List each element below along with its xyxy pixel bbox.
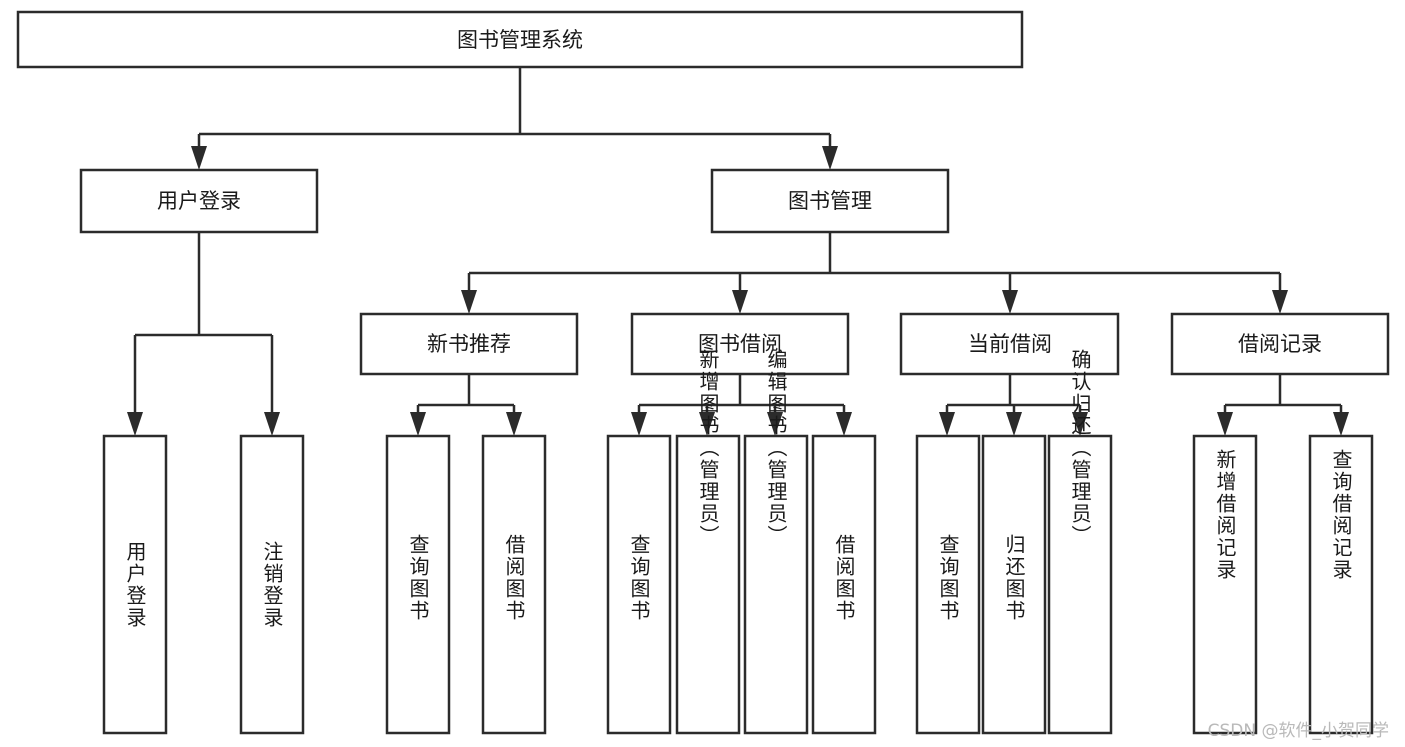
node-leaf-query-record-box[interactable]	[1308, 434, 1374, 735]
node-borrow-record-box[interactable]	[1170, 312, 1390, 376]
node-leaf-return-book-box[interactable]	[981, 434, 1047, 735]
node-leaf-user-login-box[interactable]	[102, 434, 168, 735]
node-leaf-add-book[interactable]: 新增图书（管理员）	[675, 349, 741, 735]
node-new-book-recommend[interactable]: 新书推荐	[359, 312, 579, 376]
node-leaf-query-book-1-label: 查询图书	[406, 534, 430, 622]
node-leaf-add-record-box[interactable]	[1192, 434, 1258, 735]
arrow-to-book-borrow	[732, 290, 748, 314]
node-user-login-box[interactable]	[79, 168, 319, 234]
node-leaf-edit-book-box[interactable]	[743, 434, 809, 735]
node-current-borrow-label: 当前借阅	[968, 332, 1052, 356]
connector-group	[127, 67, 1349, 436]
node-user-login[interactable]: 用户登录	[79, 168, 319, 234]
node-book-management-label: 图书管理	[788, 189, 872, 213]
node-user-login-label: 用户登录	[157, 189, 241, 213]
node-leaf-query-book-2-label: 查询图书	[627, 534, 651, 622]
node-borrow-record-label: 借阅记录	[1238, 332, 1322, 356]
node-leaf-borrow-book-1-label: 借阅图书	[502, 534, 526, 622]
connector-book-borrow-trunk	[637, 374, 846, 418]
node-leaf-logout-label: 注销登录	[260, 541, 284, 629]
arrow-root-to-book-management	[822, 146, 838, 170]
node-leaf-logout[interactable]: 注销登录	[239, 434, 305, 735]
node-leaf-borrow-book-2-box[interactable]	[811, 434, 877, 735]
node-leaf-return-book[interactable]: 归还图书	[981, 434, 1047, 735]
arrow-to-leaf-query-record	[1333, 412, 1349, 436]
connector-user-login-trunk	[133, 232, 274, 418]
connector-root-trunk	[197, 67, 832, 152]
node-leaf-confirm-return-label: 确认归还（管理员）	[1068, 349, 1092, 547]
connector-new-book-recommend-trunk	[416, 374, 516, 418]
node-leaf-return-book-label: 归还图书	[1002, 534, 1026, 622]
node-leaf-query-record-label: 查询借阅记录	[1329, 449, 1353, 581]
arrow-to-leaf-query-book-3	[939, 412, 955, 436]
node-book-borrow-label: 图书借阅	[698, 332, 782, 356]
arrow-to-leaf-query-book-1	[410, 412, 426, 436]
arrow-to-leaf-borrow-book-1	[506, 412, 522, 436]
node-leaf-borrow-book-1[interactable]: 借阅图书	[481, 434, 547, 735]
node-current-borrow-box[interactable]	[899, 312, 1120, 376]
node-book-borrow-box[interactable]	[630, 312, 850, 376]
node-book-borrow[interactable]: 图书借阅	[630, 312, 850, 376]
node-leaf-borrow-book-1-box[interactable]	[481, 434, 547, 735]
node-root-box[interactable]	[16, 10, 1024, 69]
arrow-to-borrow-record	[1272, 290, 1288, 314]
node-root-label: 图书管理系统	[457, 28, 583, 52]
arrow-root-to-user-login	[191, 146, 207, 170]
arrow-to-leaf-return-book	[1006, 412, 1022, 436]
node-leaf-add-record[interactable]: 新增借阅记录	[1192, 434, 1258, 735]
node-leaf-query-book-3-label: 查询图书	[936, 534, 960, 622]
connector-borrow-record-trunk	[1223, 374, 1343, 418]
node-borrow-record[interactable]: 借阅记录	[1170, 312, 1390, 376]
node-leaf-add-book-box[interactable]	[675, 434, 741, 735]
node-leaf-borrow-book-2-label: 借阅图书	[832, 534, 856, 622]
node-book-management-box[interactable]	[710, 168, 950, 234]
arrow-to-leaf-borrow-book-2	[836, 412, 852, 436]
node-leaf-add-record-label: 新增借阅记录	[1213, 449, 1237, 581]
arrow-to-current-borrow	[1002, 290, 1018, 314]
arrow-to-leaf-confirm-return	[1072, 412, 1088, 436]
node-leaf-query-record[interactable]: 查询借阅记录	[1308, 434, 1374, 735]
node-leaf-query-book-2[interactable]: 查询图书	[606, 434, 672, 735]
arrow-user-login-to-leaf-user-login	[127, 412, 143, 436]
node-leaf-user-login-label: 用户登录	[123, 541, 147, 629]
node-leaf-query-book-1-box[interactable]	[385, 434, 451, 735]
arrow-to-leaf-add-book	[699, 412, 715, 436]
connector-current-borrow-trunk	[945, 374, 1082, 418]
arrow-user-login-to-leaf-logout	[264, 412, 280, 436]
arrow-to-new-book-recommend	[461, 290, 477, 314]
node-current-borrow[interactable]: 当前借阅	[899, 312, 1120, 376]
node-leaf-query-book-3-box[interactable]	[915, 434, 981, 735]
node-new-book-recommend-box[interactable]	[359, 312, 579, 376]
node-book-management[interactable]: 图书管理	[710, 168, 950, 234]
connector-book-management-trunk	[467, 232, 1282, 296]
node-leaf-confirm-return-box[interactable]	[1047, 434, 1113, 735]
node-leaf-query-book-3[interactable]: 查询图书	[915, 434, 981, 735]
node-new-book-recommend-label: 新书推荐	[427, 332, 511, 356]
node-leaf-add-book-label: 新增图书（管理员）	[696, 349, 720, 547]
node-leaf-borrow-book-2[interactable]: 借阅图书	[811, 434, 877, 735]
arrow-to-leaf-add-record	[1217, 412, 1233, 436]
node-leaf-query-book-1[interactable]: 查询图书	[385, 434, 451, 735]
node-leaf-edit-book[interactable]: 编辑图书（管理员）	[743, 349, 809, 735]
node-leaf-edit-book-label: 编辑图书（管理员）	[764, 349, 788, 547]
node-leaf-logout-box[interactable]	[239, 434, 305, 735]
arrow-to-leaf-edit-book	[767, 412, 783, 436]
arrow-to-leaf-query-book-2	[631, 412, 647, 436]
node-root[interactable]: 图书管理系统	[16, 10, 1024, 69]
node-leaf-user-login[interactable]: 用户登录	[102, 434, 168, 735]
node-leaf-query-book-2-box[interactable]	[606, 434, 672, 735]
node-leaf-confirm-return[interactable]: 确认归还（管理员）	[1047, 349, 1113, 735]
